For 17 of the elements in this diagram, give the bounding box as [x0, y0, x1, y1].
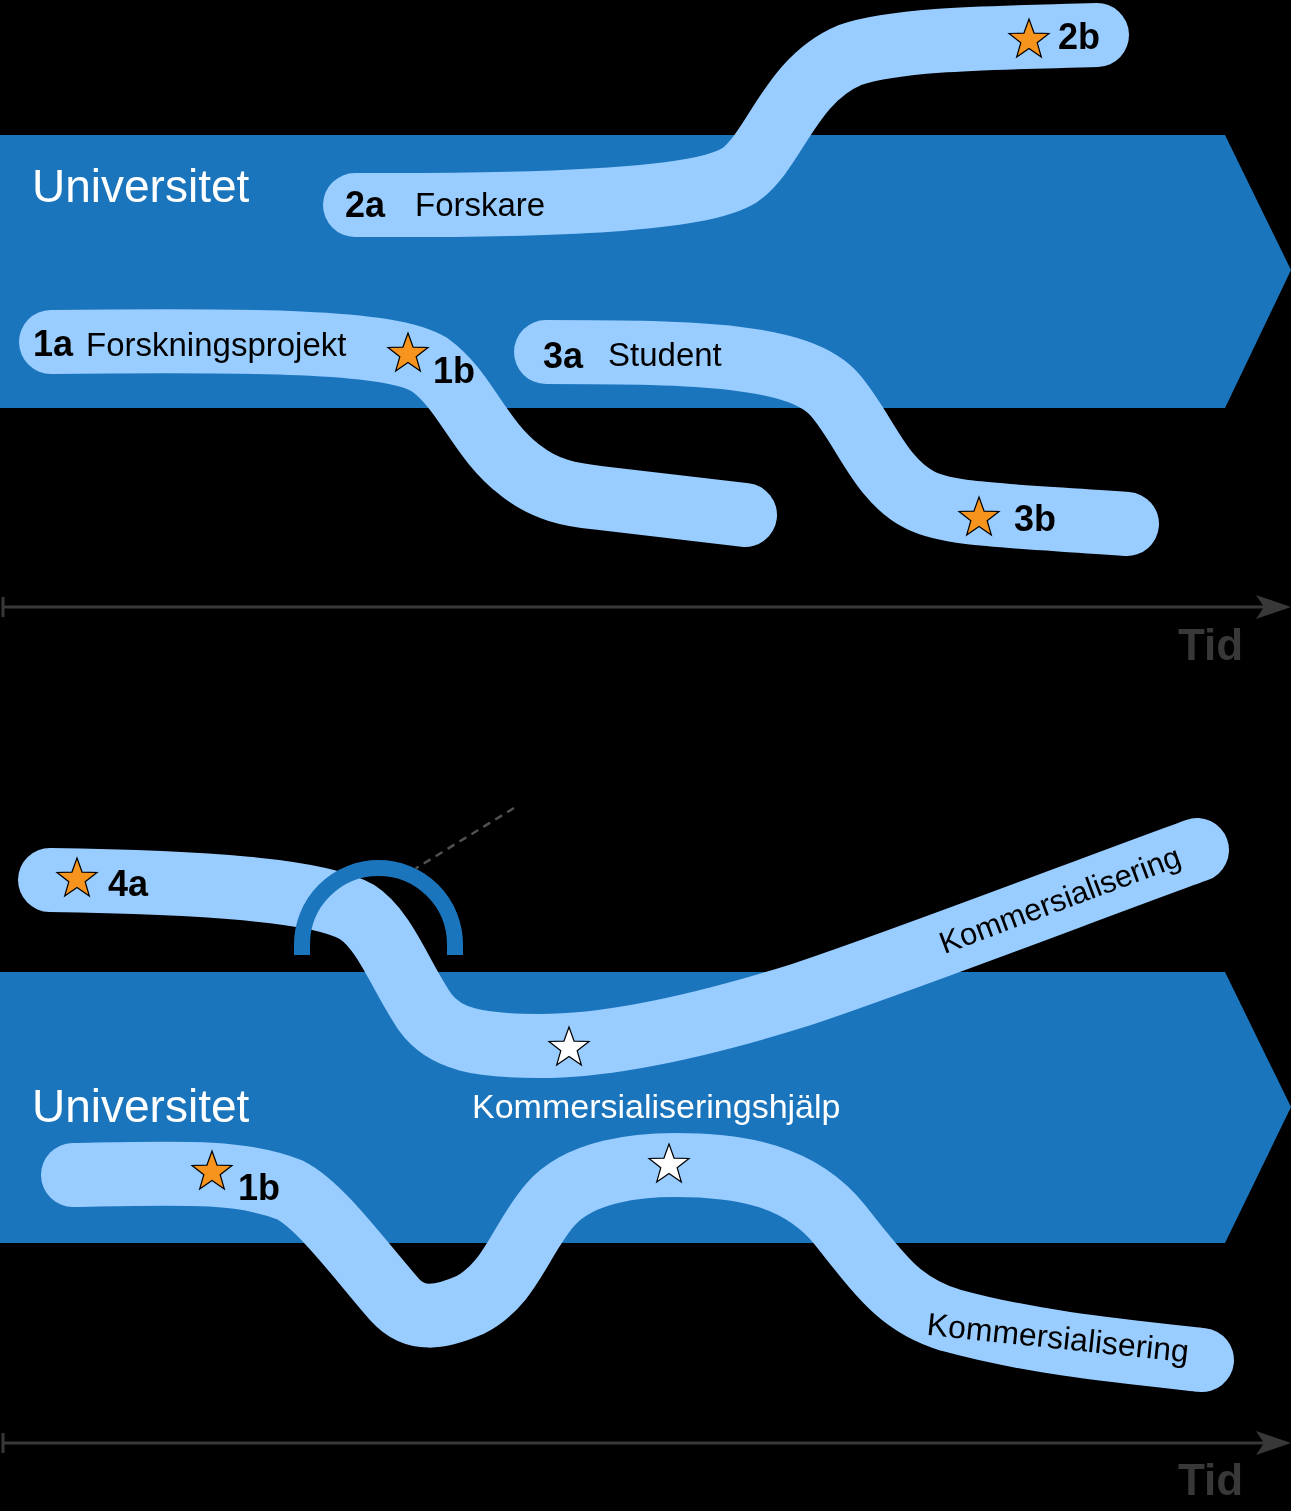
- band-heading: Universitet: [32, 159, 250, 213]
- band-caption: Kommersialiseringshjälp: [472, 1087, 841, 1127]
- axis-label: Tid: [1178, 1454, 1244, 1506]
- step-label: 2a: [345, 184, 386, 226]
- step-label: 1a: [33, 323, 74, 365]
- step-label: 1b: [238, 1167, 280, 1209]
- step-label: 2b: [1058, 16, 1100, 58]
- axis-label: Tid: [1178, 619, 1244, 671]
- pathway-label: Forskningsprojekt: [86, 326, 347, 364]
- step-label: 4a: [108, 863, 149, 905]
- pathway-label: Forskare: [415, 186, 546, 224]
- band-heading: Universitet: [32, 1083, 250, 1129]
- leader-line: [414, 806, 515, 870]
- step-label: 3b: [1014, 498, 1056, 540]
- step-label: 3a: [543, 335, 584, 377]
- pathway-label: Student: [608, 336, 722, 374]
- step-label: 1b: [433, 350, 475, 392]
